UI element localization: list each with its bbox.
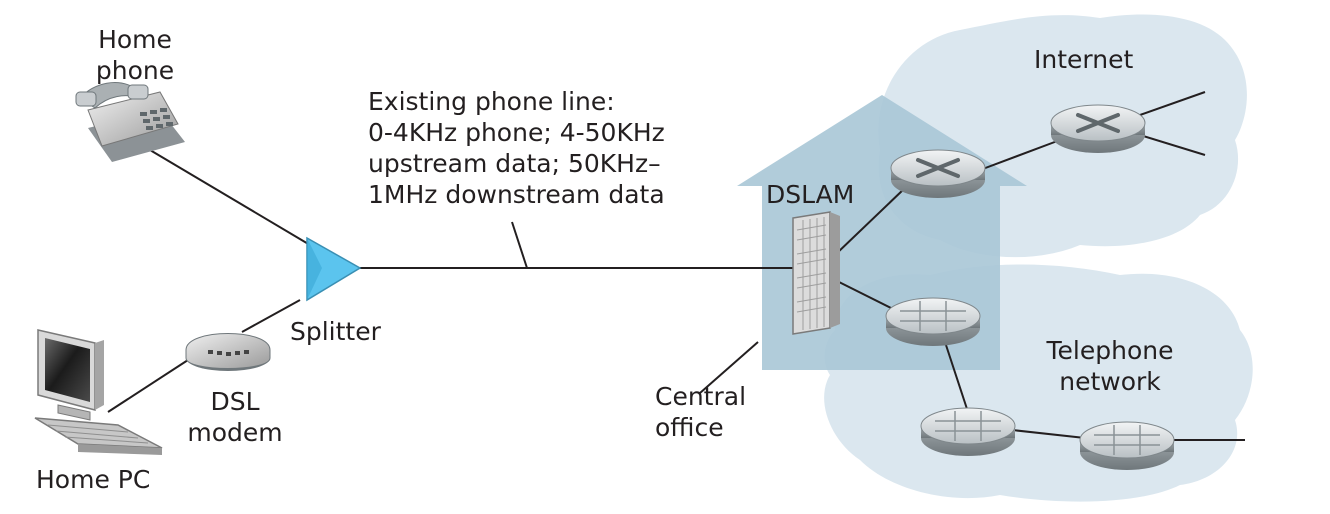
dslam-icon: [792, 211, 840, 335]
connection-lines: [107, 91, 1245, 441]
dsl-modem-label-line1: DSL: [210, 387, 260, 416]
dslam-internet-router: [890, 149, 986, 198]
central-office-label: Central office: [655, 381, 746, 443]
dsl-modem-label-line2: modem: [187, 418, 283, 447]
internet-label: Internet: [1034, 45, 1134, 74]
dsl-modem-icon: [185, 333, 271, 371]
splitter-label: Splitter: [290, 317, 381, 346]
phone-line-label-line4: 1MHz downstream data: [368, 180, 665, 209]
telephone-switch-left: [920, 407, 1016, 456]
telephone-network-label-line1: Telephone: [1046, 336, 1174, 365]
home-pc-label: Home PC: [36, 465, 151, 494]
phone-line-label: Existing phone line: 0-4KHz phone; 4-50K…: [368, 86, 665, 210]
phone-line-label-line1: Existing phone line:: [368, 87, 615, 116]
home-phone-label-line1: Home: [98, 25, 172, 54]
telephone-switch-right: [1079, 421, 1175, 470]
telephone-network-label: Telephone network: [1030, 335, 1190, 397]
home-phone-icon: [75, 82, 185, 162]
home-phone-label-line2: phone: [95, 56, 175, 85]
phone-line-label-line2: 0-4KHz phone; 4-50KHz: [368, 118, 665, 147]
telephone-network-label-line2: network: [1059, 367, 1161, 396]
dslam-label: DSLAM: [766, 180, 855, 209]
dsl-modem-label: DSL modem: [185, 386, 285, 448]
dslam-telephone-switch: [885, 297, 981, 346]
phone-line-label-line3: upstream data; 50KHz–: [368, 149, 661, 178]
splitter-icon: [306, 236, 362, 302]
home-pc-icon: [34, 329, 163, 455]
central-office-label-line1: Central: [655, 382, 747, 411]
internet-router: [1050, 104, 1146, 153]
central-office-label-line2: office: [655, 413, 724, 442]
home-phone-label: Home phone: [80, 24, 190, 86]
